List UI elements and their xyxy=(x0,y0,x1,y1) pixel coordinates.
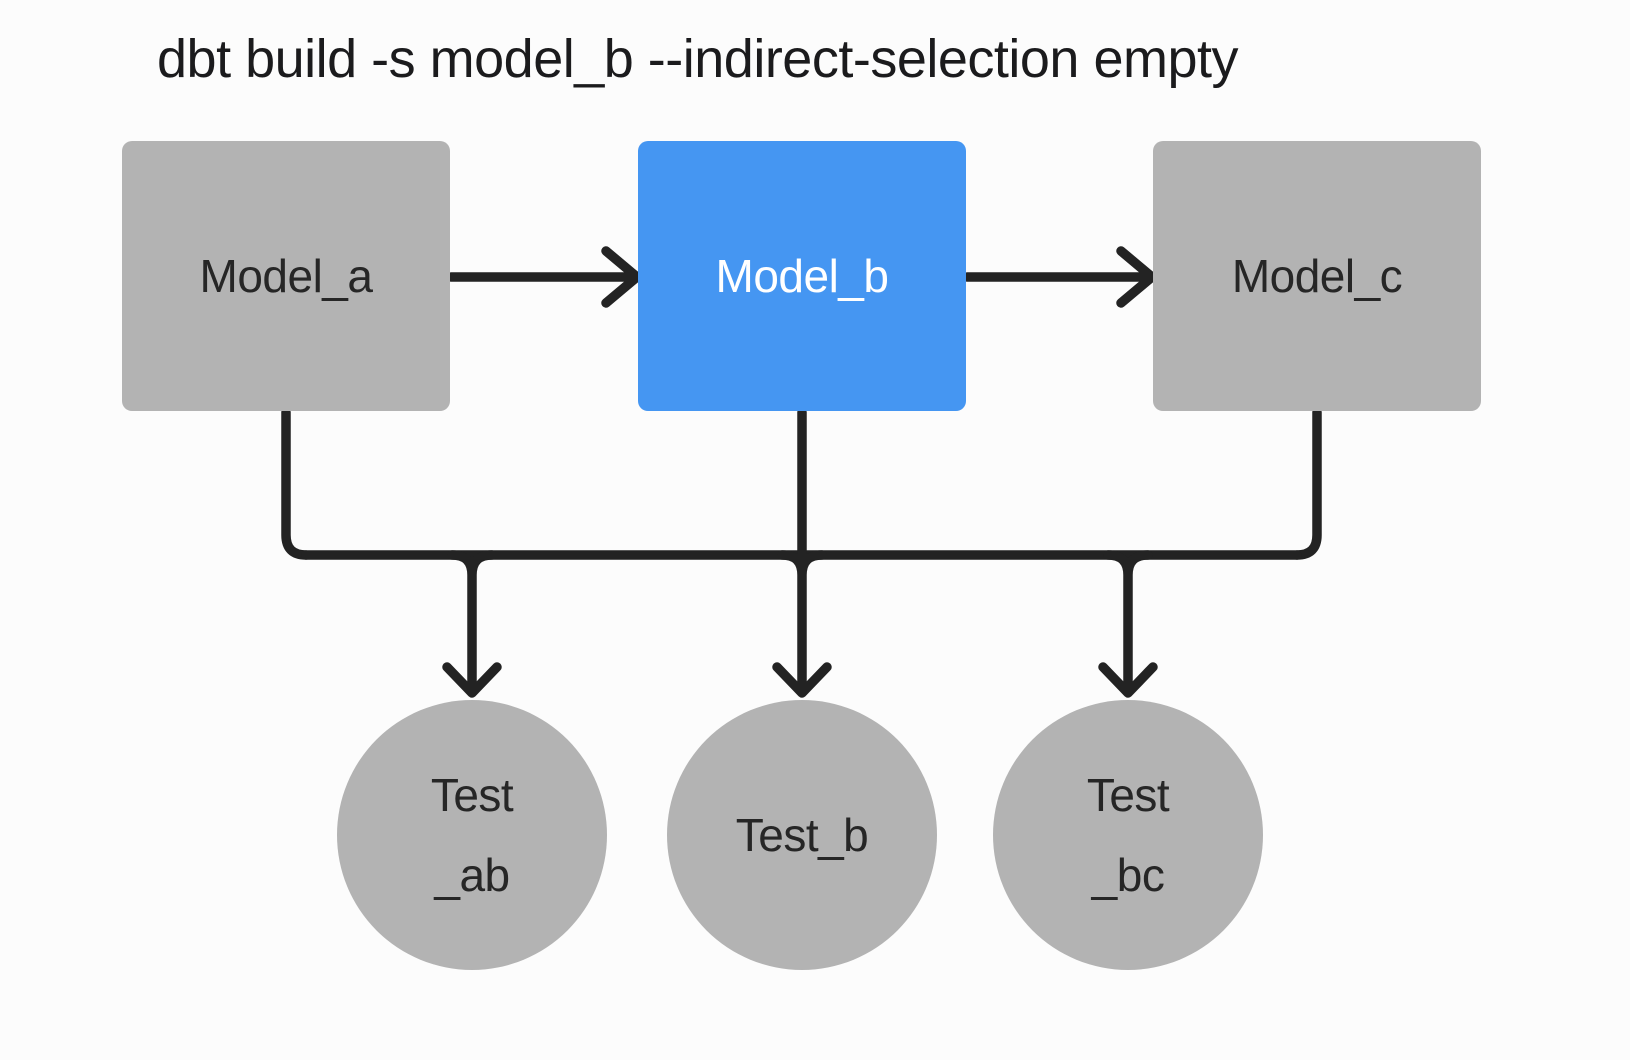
edge-model-c-drop xyxy=(1292,407,1322,560)
arrow-model-b-to-model-c xyxy=(962,246,1157,308)
arrow-model-a-to-model-b xyxy=(446,246,642,308)
diagram-title: dbt build -s model_b --indirect-selectio… xyxy=(157,29,1239,89)
arrow-model-b-to-test-b xyxy=(772,407,832,698)
arrow-bus-to-test-ab xyxy=(442,550,502,698)
model-a-label: Model_a xyxy=(199,250,373,302)
model-b-node-selected: Model_b xyxy=(638,141,966,411)
test-ab-node: Test _ab xyxy=(337,700,607,970)
test-ab-label-line2: _ab xyxy=(434,849,510,901)
test-b-node: Test_b xyxy=(667,700,937,970)
test-ab-label-line1: Test xyxy=(430,769,514,821)
test-b-label-line1: Test_b xyxy=(735,809,869,861)
model-c-node: Model_c xyxy=(1153,141,1481,411)
edge-model-a-drop xyxy=(281,407,311,560)
test-bc-node: Test _bc xyxy=(993,700,1263,970)
test-bc-label-line1: Test xyxy=(1086,769,1170,821)
arrow-bus-to-test-bc xyxy=(1098,550,1158,698)
test-bc-label-line2: _bc xyxy=(1091,849,1165,901)
model-b-label: Model_b xyxy=(715,250,889,302)
model-a-node: Model_a xyxy=(122,141,450,411)
model-c-label: Model_c xyxy=(1231,250,1403,302)
